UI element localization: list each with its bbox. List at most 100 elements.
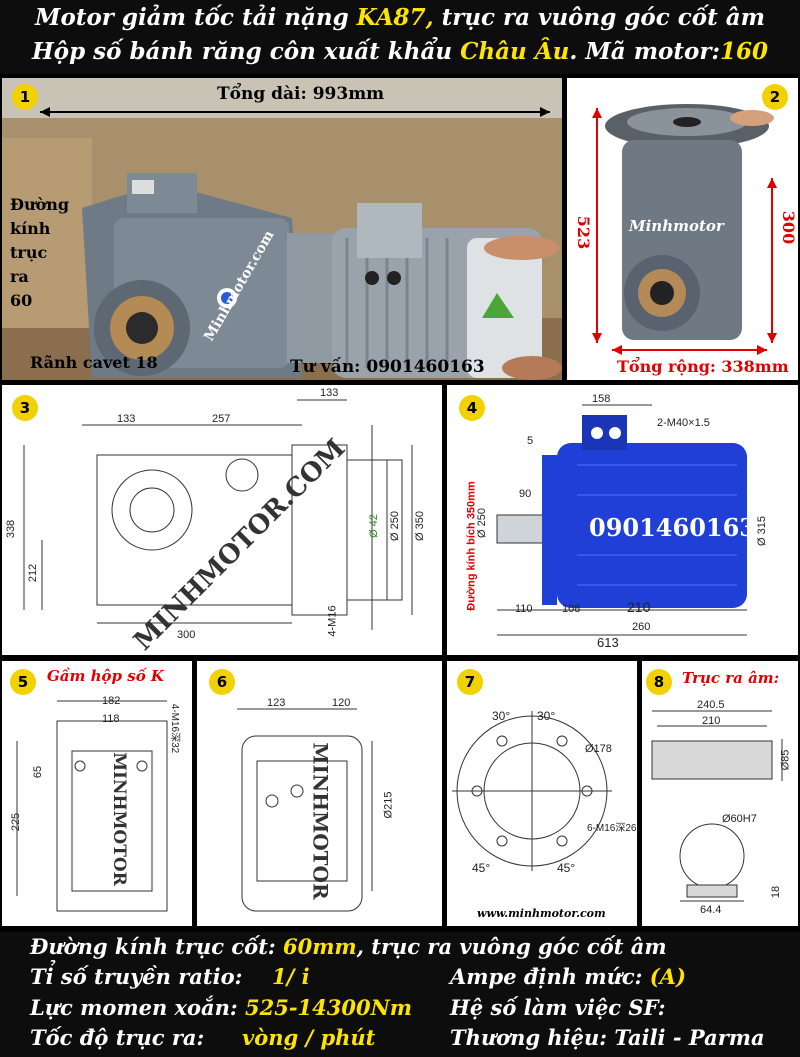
- torque-value: 525-14300Nm: [244, 995, 413, 1020]
- dim-257: 257: [212, 413, 231, 425]
- panel-size-photo: 2 523 300 Minhmotor Tổng rộng: 338mm: [567, 78, 798, 380]
- dim-4-m16: 4-M16: [326, 605, 339, 637]
- dim-30-left: 30°: [492, 709, 511, 723]
- dim-d250: Ø 250: [475, 508, 488, 538]
- spec-sf: Hệ số làm việc SF:: [450, 995, 666, 1020]
- front-watermark: MINHMOTOR: [308, 742, 333, 900]
- dim-90: 90: [519, 488, 532, 500]
- dim-225: 225: [10, 812, 23, 832]
- height-right: 300: [779, 210, 798, 245]
- dim-338: 338: [5, 519, 18, 539]
- dim-d42: Ø 42: [367, 514, 380, 538]
- website: www.minhmotor.com: [477, 907, 606, 920]
- dim-120: 120: [332, 697, 351, 709]
- gearbox-photo: [592, 104, 777, 355]
- height-left: 523: [574, 215, 594, 250]
- dim-d60h7: Ø60H7: [722, 813, 757, 825]
- dim-260: 260: [632, 621, 651, 633]
- panel-front-drawing: 6 123 120 Ø215 MINHMOTOR: [197, 661, 442, 926]
- amp-value: (A): [649, 964, 686, 989]
- panel-number: 7: [457, 669, 483, 695]
- total-width: Tổng rộng: 338mm: [617, 357, 789, 376]
- dim-118: 118: [102, 713, 120, 725]
- panel-number: 6: [209, 669, 235, 695]
- dim-613: 613: [597, 635, 619, 650]
- panel-flange-drawing: 7 30° 30° Ø178 6-M16深26 45° 45° www.minh…: [447, 661, 637, 926]
- model-code: KA87,: [356, 4, 434, 31]
- panel-side-drawing: 3 133 257 133 338 212 300 4-M16 Ø 250 Ø …: [2, 385, 442, 655]
- header-line-2: Hộp số bánh răng côn xuất khẩu Châu Âu. …: [32, 38, 768, 65]
- dim-d178: Ø178: [585, 743, 612, 755]
- gearmotor-photo: [2, 78, 562, 380]
- hollow-shaft-drawing: [651, 710, 783, 902]
- header: Motor giảm tốc tải nặng KA87, trục ra vu…: [0, 0, 800, 74]
- dim-212: 212: [27, 563, 40, 583]
- length-arrow: [40, 107, 550, 117]
- spec-ratio-label: Tỉ số truyền ratio:: [30, 964, 243, 989]
- dim-240-5: 240.5: [697, 699, 725, 711]
- keyway-label: Rãnh cavet 18: [30, 353, 158, 372]
- dim-158: 158: [592, 393, 611, 405]
- dim-108: 108: [562, 603, 581, 615]
- spec-shaft: Đường kính trục cốt: 60mm, trục ra vuông…: [30, 934, 667, 959]
- dim-123: 123: [267, 697, 286, 709]
- dim-64-4: 64.4: [700, 904, 722, 916]
- spec-speed-value: vòng / phút: [242, 1025, 376, 1050]
- dim-65: 65: [32, 765, 45, 779]
- panel-motor-drawing: 4 158 2-M40×1.5 5 90 Ø 250 Ø 315 110 108…: [447, 385, 798, 655]
- dim-110: 110: [515, 603, 533, 615]
- front-drawing: [237, 708, 373, 912]
- panel-number: 3: [12, 395, 38, 421]
- panel-title: Trục ra âm:: [682, 669, 780, 687]
- dim-d250: Ø 250: [388, 511, 401, 541]
- dim-210: 210: [702, 715, 721, 727]
- dim-4-m16: 4-M16深32: [169, 703, 181, 754]
- spec-ratio-value: 1/ i: [272, 964, 310, 989]
- dim-d215: Ø215: [382, 791, 395, 819]
- dim-133-top: 133: [320, 387, 339, 399]
- header-line-1: Motor giảm tốc tải nặng KA87, trục ra vu…: [35, 4, 765, 31]
- total-length-label: Tổng dài: 993mm: [217, 84, 385, 104]
- dim-d315: Ø 315: [755, 516, 768, 546]
- flange-drawing: [452, 711, 612, 871]
- panel-hollow-shaft: 8 Trục ra âm: 240.5 210 Ø85 Ø60H7 64.4 1…: [642, 661, 798, 926]
- spec-speed-label: Tốc độ trục ra:: [30, 1025, 205, 1050]
- spec-brand: Thương hiệu: Taili - Parma: [450, 1025, 765, 1050]
- spec-block: Đường kính trục cốt: 60mm, trục ra vuông…: [0, 932, 800, 1057]
- dim-18: 18: [770, 885, 783, 899]
- motor-drawing: [496, 404, 747, 636]
- dim-182: 182: [102, 695, 121, 707]
- shaft-value: 60mm: [282, 934, 357, 959]
- dim-300: 300: [177, 629, 196, 641]
- consult-phone: Tư vấn: 0901460163: [290, 357, 485, 377]
- dim-6-m16: 6-M16深26: [587, 823, 637, 834]
- dim-2-m40: 2-M40×1.5: [657, 417, 710, 429]
- brand-watermark: Minhmotor: [629, 217, 724, 235]
- dim-d350: Ø 350: [413, 511, 426, 541]
- spec-amp: Ampe định mức: (A): [450, 964, 686, 989]
- panel-number: 4: [459, 395, 485, 421]
- motor-code: 160: [719, 38, 768, 65]
- spec-torque: Lực momen xoắn: 525-14300Nm: [30, 995, 413, 1020]
- panel-gearbox-base: 5 Gầm hộp số K 182 118 4-M16深32 65 225 M…: [2, 661, 192, 926]
- panel-number: 8: [646, 669, 672, 695]
- dim-d85: Ø85: [779, 749, 792, 771]
- dim-45-right: 45°: [557, 861, 576, 875]
- dim-210: 210: [627, 599, 651, 615]
- dim-45-left: 45°: [472, 861, 491, 875]
- panel-number: 1: [12, 84, 38, 110]
- dim-133: 133: [117, 413, 136, 425]
- panel-number: 2: [762, 84, 788, 110]
- motor-phone: 0901460163: [589, 513, 756, 542]
- region: Châu Âu: [460, 38, 570, 65]
- base-watermark: MINHMOTOR: [108, 752, 129, 886]
- panel-title: Gầm hộp số K: [47, 667, 164, 685]
- base-drawing: [16, 700, 168, 912]
- panel-number: 5: [10, 669, 36, 695]
- side-drawing: [23, 399, 413, 630]
- dim-30-right: 30°: [537, 709, 556, 723]
- dim-5: 5: [527, 435, 534, 447]
- flange-note: Đường kính bích 350mm: [465, 481, 478, 611]
